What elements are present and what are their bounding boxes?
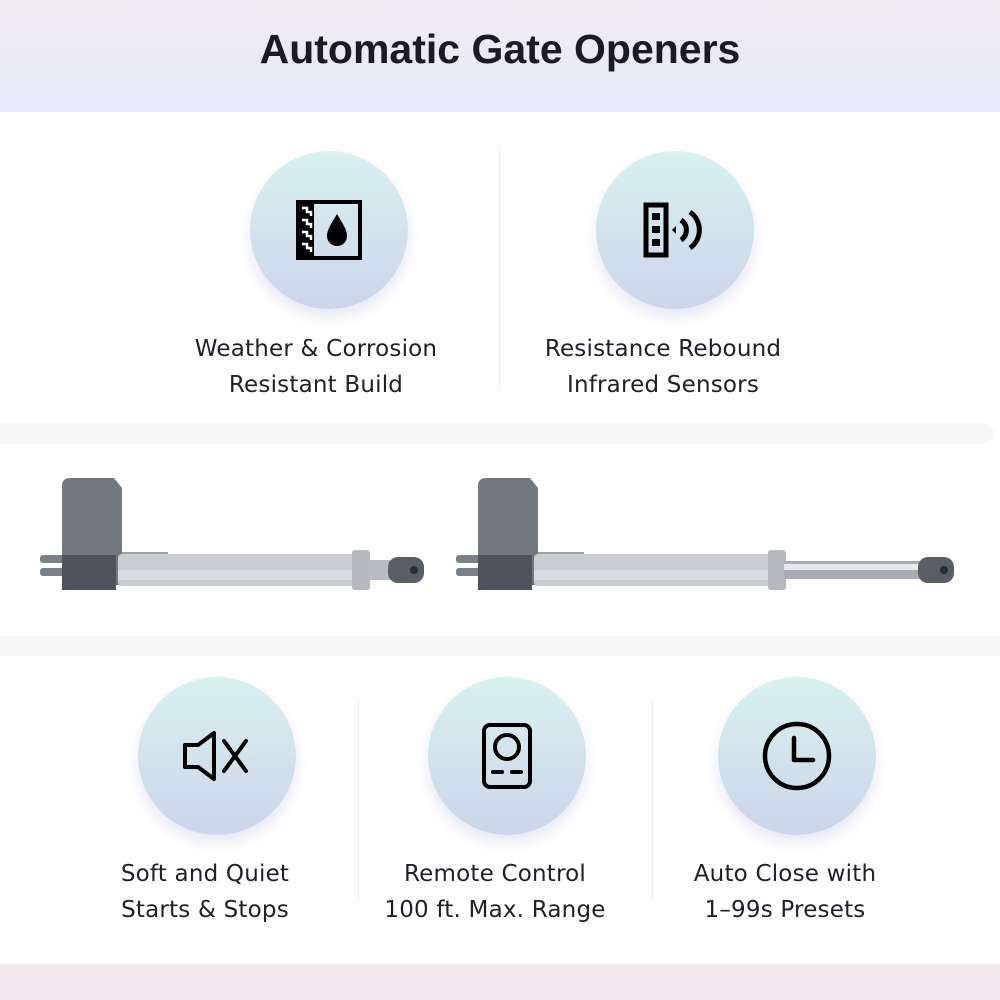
feature-circle-autoclose (718, 677, 876, 835)
feature-label-line1: Weather & Corrosion (194, 336, 438, 362)
feature-label-line2: Resistant Build (228, 372, 404, 398)
header-banner: Automatic Gate Openers (0, 0, 1000, 112)
weatherproof-icon (296, 200, 362, 260)
feature-label-sensor: Resistance Rebound Infrared Sensors (507, 331, 819, 403)
feature-label-line2: 1–99s Presets (704, 897, 866, 923)
separator-band-bottom (0, 636, 1000, 656)
feature-label-quiet: Soft and Quiet Starts & Stops (60, 856, 350, 928)
bottom-feature-divider-1 (358, 700, 359, 900)
mute-speaker-icon (183, 731, 248, 781)
feature-label-line1: Remote Control (404, 861, 586, 887)
feature-label-weather: Weather & Corrosion Resistant Build (160, 331, 472, 403)
feature-label-remote: Remote Control 100 ft. Max. Range (350, 856, 640, 928)
page-title: Automatic Gate Openers (259, 26, 741, 72)
bottom-feature-divider-2 (652, 700, 653, 900)
feature-label-line2: Infrared Sensors (566, 372, 760, 398)
actuator-retracted (40, 478, 424, 590)
feature-label-line1: Soft and Quiet (120, 861, 290, 887)
feature-circle-sensor (596, 151, 754, 309)
feature-label-line1: Resistance Rebound (544, 336, 782, 362)
feature-circle-weather (250, 151, 408, 309)
top-feature-divider (499, 146, 500, 390)
feature-label-line2: Starts & Stops (121, 897, 289, 923)
feature-label-line1: Auto Close with (693, 861, 877, 887)
clock-icon (762, 721, 832, 791)
separator-band-top (0, 423, 994, 444)
remote-control-icon (482, 723, 532, 789)
feature-label-line2: 100 ft. Max. Range (384, 897, 606, 923)
feature-label-autoclose: Auto Close with 1–99s Presets (640, 856, 930, 928)
actuator-extended (456, 478, 954, 590)
infrared-sensor-icon (643, 202, 702, 258)
feature-circle-remote (428, 677, 586, 835)
footer-band (0, 964, 1000, 1000)
product-image (40, 478, 954, 590)
feature-circle-quiet (138, 677, 296, 835)
